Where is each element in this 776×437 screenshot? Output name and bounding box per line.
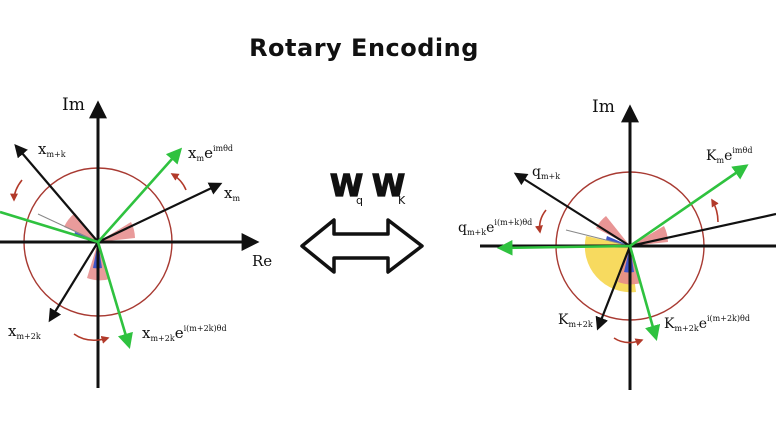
left-vector-x-m-k	[14, 143, 99, 243]
double-arrow-icon	[300, 218, 424, 274]
weight-transform: W q W K	[300, 168, 424, 274]
wq-label: W	[330, 169, 363, 204]
left-green-vector-xm2k-rot	[96, 241, 133, 349]
right-label-km2k-rotated: Km+2kei(m+2k)θd	[664, 314, 750, 333]
right-angle-wedge-upper-left	[596, 216, 630, 246]
wq-subscript: q	[356, 194, 363, 207]
right-complex-plane: Im qm+k qm+kei(m+k)θd Kmeimθd Km+2k Km+2…	[458, 97, 776, 390]
right-vector-k-m	[629, 212, 776, 248]
page-title: Rotary Encoding	[249, 34, 479, 62]
right-green-vector-km-rot	[629, 164, 749, 248]
left-angle-wedge-upper-left	[64, 213, 98, 242]
right-vector-k-m-2k	[595, 245, 632, 331]
right-rotation-arrow-bottom	[613, 337, 644, 346]
left-label-x-m-k: xm+k	[38, 140, 66, 159]
left-green-vector-xmk-rot	[0, 210, 99, 244]
right-rotation-arrow-upper-right	[711, 198, 719, 223]
left-vector-x-m-2k	[48, 241, 99, 323]
left-label-xm-rotated: xmeimθd	[188, 144, 233, 163]
left-green-vector-xm-rot	[97, 147, 183, 243]
right-rotation-arrow-left	[535, 209, 547, 234]
left-complex-plane: Im Re xm+k xm xm+2k xmeimθd xm+2kei(m+2k…	[0, 95, 272, 388]
right-guide-line	[565, 229, 631, 247]
right-green-vector-qmk-rot	[496, 240, 631, 256]
left-label-x-m: xm	[224, 184, 240, 203]
left-axis-re-label: Re	[252, 252, 272, 270]
left-axis-im-label: Im	[62, 95, 85, 115]
left-rotation-arrow-upper-right	[170, 173, 187, 191]
left-guide-line	[37, 213, 99, 243]
wk-label: W	[372, 169, 405, 204]
left-vector-x-m	[97, 182, 223, 243]
right-label-q-m-k: qm+k	[532, 164, 560, 181]
left-label-x-m-2k: xm+2k	[8, 322, 41, 341]
right-vector-q-m-k	[513, 172, 631, 247]
left-rotation-arrow-bottom	[73, 333, 110, 344]
right-axis-im-label: Im	[592, 97, 615, 117]
right-label-q-mk-rotated: qm+kei(m+k)θd	[458, 218, 532, 237]
right-label-k-m-2k: Km+2k	[558, 312, 593, 329]
right-label-km-rotated: Kmeimθd	[706, 146, 752, 165]
right-green-vector-km2k-rot	[628, 245, 661, 342]
left-label-xm2k-rotated: xm+2kei(m+2k)θd	[142, 324, 227, 343]
left-rotation-arrow-left	[10, 179, 23, 202]
wk-subscript: K	[398, 194, 406, 207]
